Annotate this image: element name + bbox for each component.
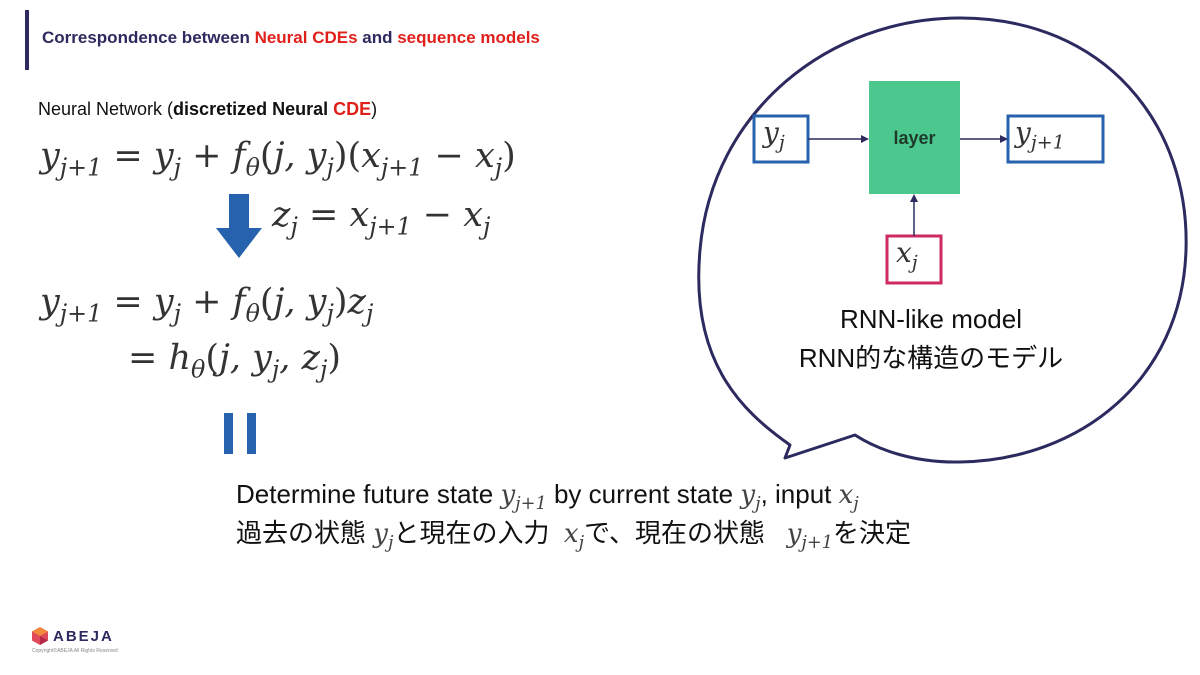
explanation-line-en: Determine future state yj+1 by current s… (236, 479, 859, 515)
copyright-text: Copyright©ABEJA All Rights Reserved (32, 648, 118, 654)
neural-network-label: Neural Network (discretized Neural CDE) (38, 99, 378, 119)
equation-y-update-z: yj+1 = yj + fθ(j, yj)zj (40, 282, 374, 328)
slide-title: Correspondence between Neural CDEs and s… (42, 28, 540, 47)
x-j-node: xj (896, 236, 918, 274)
equivalence-bars-icon (224, 413, 256, 454)
equation-discretized-cde: yj+1 = yj + fθ(j, yj)(xj+1 − xj) (40, 136, 516, 182)
down-arrow-icon (216, 194, 262, 258)
y-j-node: yj (763, 116, 785, 154)
explanation-line-ja: 過去の状態 yjと現在の入力 xjで、現在の状態 yj+1を決定 (236, 518, 911, 554)
rnn-caption-ja: RNN的な構造のモデル (798, 343, 1064, 373)
layer-node: layer (893, 128, 936, 148)
y-j-plus-1-node: yj+1 (1015, 116, 1065, 154)
abeja-hexagon-icon (32, 627, 48, 645)
equation-h-theta: = hθ(j, yj, zj) (128, 338, 342, 384)
equation-z-definition: zj = xj+1 − xj (272, 195, 491, 241)
abeja-logo: ABEJA (32, 627, 114, 645)
rnn-caption-en: RNN-like model (839, 304, 1023, 334)
title-accent-bar (25, 10, 29, 70)
abeja-wordmark: ABEJA (53, 627, 114, 645)
